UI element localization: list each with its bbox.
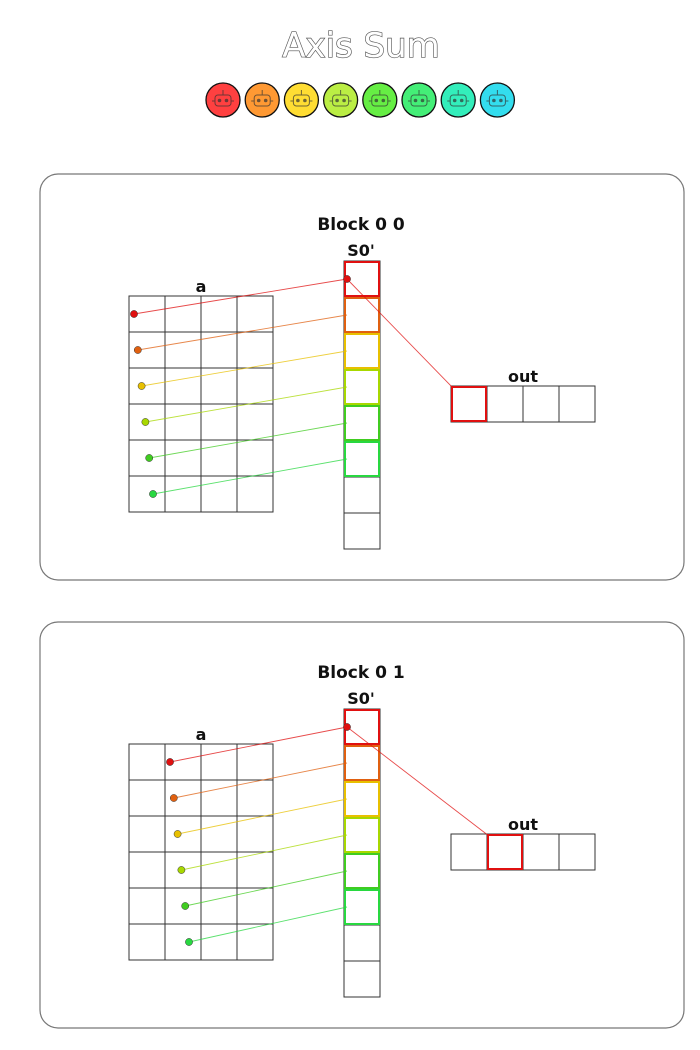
output-cell xyxy=(558,385,596,423)
block-panel-1: Block 0 1 S0' a out xyxy=(39,621,685,1029)
thread-line xyxy=(173,762,348,799)
thread-line xyxy=(149,422,348,459)
robot-eye-right xyxy=(381,98,386,103)
color-swatch-0 xyxy=(205,82,241,118)
robot-icon xyxy=(251,90,274,107)
robot-eye-left xyxy=(256,98,261,103)
color-swatch-1 xyxy=(244,82,280,118)
color-swatch-circle xyxy=(440,82,476,118)
thread-line xyxy=(152,458,348,495)
robot-eye-left xyxy=(413,98,418,103)
color-swatch-2 xyxy=(283,82,320,118)
color-swatch-circle xyxy=(322,82,359,118)
robot-eye-right xyxy=(263,98,268,103)
block-title: Block 0 1 xyxy=(317,663,404,683)
shared-cell xyxy=(343,960,381,998)
robot-eye-right xyxy=(499,98,503,103)
robot-icon xyxy=(368,90,391,107)
shared-label: S0' xyxy=(347,241,375,260)
color-swatch-circle xyxy=(205,82,241,118)
robot-icon xyxy=(408,90,430,107)
color-swatch-6 xyxy=(440,82,476,118)
robot-eye-left xyxy=(296,98,300,103)
robot-eye-right xyxy=(224,98,229,103)
shared-point xyxy=(343,275,351,283)
color-swatch-circle xyxy=(283,82,320,118)
output-cell-active xyxy=(451,386,487,422)
input-label: a xyxy=(196,725,207,744)
thread-line xyxy=(181,834,348,871)
input-label: a xyxy=(196,277,207,296)
thread-point xyxy=(169,794,178,802)
shared-label: S0' xyxy=(347,689,375,708)
robot-eye-left xyxy=(452,98,457,103)
color-swatch-circle xyxy=(401,82,437,118)
robot-eye-right xyxy=(342,98,346,103)
robot-icon xyxy=(329,90,352,107)
thread-point xyxy=(173,830,182,838)
color-swatch-circle xyxy=(362,82,398,118)
output-cell-active xyxy=(487,834,523,870)
thread-point xyxy=(181,902,190,910)
color-swatch-circle xyxy=(244,82,280,118)
robot-eye-right xyxy=(303,98,307,103)
robot-eye-left xyxy=(335,98,339,103)
block-panel-0: Block 0 0 S0' a out xyxy=(39,173,685,581)
thread-point xyxy=(145,454,154,462)
block-title: Block 0 0 xyxy=(317,215,405,235)
robot-eye-right xyxy=(420,98,425,103)
reduce-line xyxy=(346,726,490,837)
robot-eye-left xyxy=(217,98,222,103)
page-title: Axis Sum xyxy=(282,26,440,66)
thread-point xyxy=(137,382,146,390)
thread-line xyxy=(169,726,348,763)
robot-icon xyxy=(486,90,509,107)
input-cell xyxy=(236,923,274,961)
thread-point xyxy=(177,866,186,874)
thread-line xyxy=(145,386,348,423)
thread-line xyxy=(141,350,348,387)
robot-icon xyxy=(290,90,313,107)
robot-eye-right xyxy=(459,98,464,103)
thread-point xyxy=(185,938,193,946)
output-label: out xyxy=(508,815,538,834)
thread-point xyxy=(149,490,157,498)
color-swatch-circle xyxy=(479,82,516,118)
thread-line xyxy=(177,798,348,835)
output-cell xyxy=(558,833,596,871)
reduce-line xyxy=(346,278,454,389)
thread-point xyxy=(141,418,150,426)
thread-point xyxy=(130,310,138,318)
robot-icon xyxy=(212,90,234,107)
shared-cell xyxy=(343,512,381,550)
thread-line xyxy=(185,870,348,907)
shared-point xyxy=(343,723,351,731)
robot-icon xyxy=(447,90,470,107)
color-swatch-4 xyxy=(362,82,398,118)
robot-eye-left xyxy=(374,98,379,103)
thread-line xyxy=(188,906,348,943)
color-swatch-3 xyxy=(322,82,359,118)
color-swatch-7 xyxy=(479,82,516,118)
thread-point xyxy=(133,346,142,354)
thread-line xyxy=(137,314,348,351)
thread-line xyxy=(133,278,348,315)
output-label: out xyxy=(508,367,538,386)
color-swatch-5 xyxy=(401,82,437,118)
thread-point xyxy=(166,758,174,766)
robot-eye-left xyxy=(492,98,496,103)
color-legend xyxy=(205,82,516,118)
